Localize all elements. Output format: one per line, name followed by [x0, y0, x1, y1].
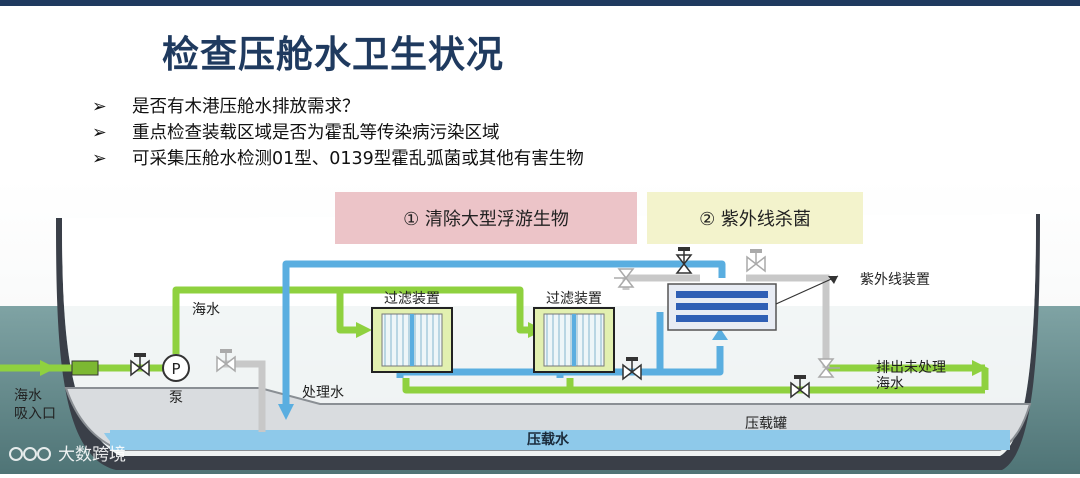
discharge-valve-icon	[790, 375, 810, 399]
uv-inlet-valve-icon	[675, 247, 693, 274]
uv-callout-arrow-icon	[828, 276, 838, 284]
intake-label-line1: 海水	[14, 388, 42, 404]
pump-label: 泵	[169, 390, 183, 406]
filter2-label: 过滤装置	[546, 291, 602, 307]
discharge-arrow-icon	[972, 360, 988, 376]
watermark-text: 大数跨境	[58, 445, 126, 465]
filter1-label: 过滤装置	[384, 291, 440, 307]
filter1-inlet-arrow-icon	[356, 322, 372, 338]
bullet-text: 重点检查装载区域是否为霍乱等传染病污染区域	[132, 123, 500, 143]
gray-valve-icon	[746, 249, 766, 273]
intake-fitting	[71, 360, 99, 376]
stage1-panel	[335, 192, 637, 244]
filter-unit-1	[371, 307, 453, 373]
slide-title: 检查压舱水卫生状况	[162, 33, 504, 76]
arrow-bullet-icon: ➢	[92, 97, 107, 117]
gray-valve-icon	[817, 358, 840, 378]
uv-sterilizer	[667, 283, 777, 331]
discharge-label-line1: 排出未处理	[876, 360, 946, 376]
uv-inlet-arrow-icon	[712, 328, 728, 340]
bullet-text: 可采集压舱水检测01型、0139型霍乱弧菌或其他有害生物	[132, 149, 584, 169]
arrow-bullet-icon: ➢	[92, 123, 107, 143]
watermark-logo	[9, 447, 51, 461]
gray-valve-icon	[614, 268, 635, 288]
ballast-treatment-diagram: ① 清除大型浮游生物 ② 紫外线杀菌	[0, 178, 1080, 474]
tank-label: 压载罐	[745, 416, 787, 432]
ballast-water-label: 压载水	[527, 431, 570, 448]
intake-arrow-icon	[40, 360, 56, 376]
stage1-label: ① 清除大型浮游生物	[403, 209, 569, 230]
treated-water-down-arrow-icon	[278, 404, 294, 420]
uv-callout-line	[775, 275, 839, 305]
bullet-item: ➢ 是否有木港压舱水排放需求？	[92, 94, 584, 120]
bypass-valve-icon	[622, 357, 642, 381]
ballast-water-band	[110, 430, 1010, 450]
arrow-bullet-icon: ➢	[92, 149, 107, 169]
bullet-item: ➢ 重点检查装载区域是否为霍乱等传染病污染区域	[92, 120, 584, 146]
stage2-panel	[647, 192, 863, 244]
filter-unit-2	[533, 307, 615, 373]
treated-water-label: 处理水	[302, 385, 344, 401]
seawater-label: 海水	[192, 302, 220, 318]
pump-glyph: P	[171, 360, 180, 378]
gray-valve-icon	[216, 349, 236, 373]
bullet-item: ➢ 可采集压舱水检测01型、0139型霍乱弧菌或其他有害生物	[92, 146, 584, 172]
uv-label: 紫外线装置	[860, 272, 930, 288]
pump-icon	[162, 354, 190, 382]
discharge-label-line2: 海水	[876, 376, 904, 392]
intake-valve-icon	[130, 353, 150, 377]
intake-label-line2: 吸入口	[14, 406, 56, 422]
stage2-label: ② 紫外线杀菌	[699, 209, 811, 230]
bullet-list: ➢ 是否有木港压舱水排放需求？ ➢ 重点检查装载区域是否为霍乱等传染病污染区域 ➢ 可…	[92, 94, 584, 172]
bullet-text: 是否有木港压舱水排放需求？	[132, 97, 360, 117]
top-border-bar	[0, 0, 1080, 6]
